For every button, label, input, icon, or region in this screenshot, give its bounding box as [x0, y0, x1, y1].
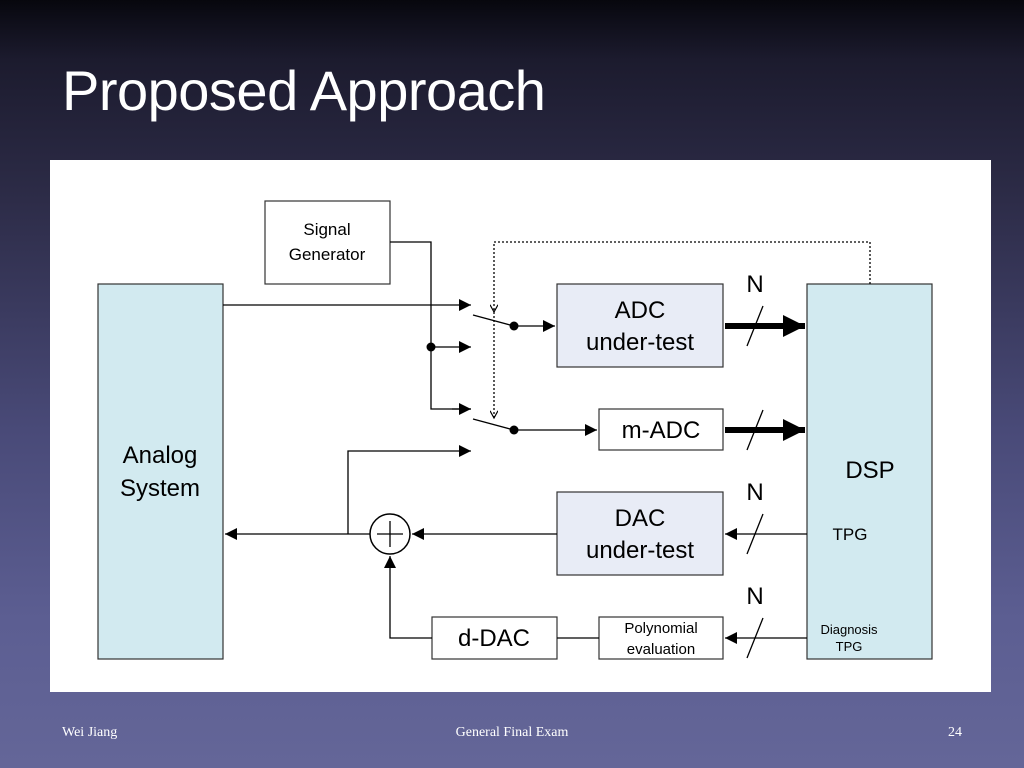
block-diagram-svg: Signal Generator Analog System ADC under… [97, 200, 933, 660]
adc-under-test-label-line1: ADC [615, 297, 666, 324]
adc-under-test-label-line2: under-test [586, 329, 694, 356]
analog-system-block: Analog System [97, 283, 224, 660]
switch-top-dot [509, 321, 519, 331]
dac-under-test-label-line2: under-test [586, 537, 694, 564]
signal-generator-label-line2: Generator [289, 245, 366, 264]
slide-title: Proposed Approach [62, 59, 546, 122]
footer-author: Wei Jiang [62, 725, 118, 740]
switch-bottom [472, 418, 515, 431]
signal-generator-label-line1: Signal [303, 220, 350, 239]
signal-generator-output-wire [390, 241, 471, 410]
summing-junction [369, 513, 411, 555]
tpg-label: TPG [833, 525, 868, 544]
analog-system-label-line2: System [120, 475, 200, 502]
analog-system-label-line1: Analog [123, 442, 198, 469]
dac-under-test-block: DAC under-test [556, 491, 724, 576]
footer-page-number: 24 [948, 725, 962, 740]
polynomial-evaluation-label-line1: Polynomial [624, 620, 697, 637]
wiring [223, 241, 871, 659]
d-dac-block: d-DAC [431, 616, 558, 660]
bus-width-poly-label: N [746, 583, 763, 610]
dac-under-test-label-line1: DAC [615, 505, 666, 532]
d-dac-label: d-DAC [458, 625, 530, 652]
bus-slash-dac [746, 513, 764, 555]
bus-width-adc-label: N [746, 271, 763, 298]
polynomial-evaluation-block: Polynomial evaluation [598, 616, 724, 660]
dsp-label: DSP [845, 457, 894, 484]
dsp-block: DSP TPG Diagnosis TPG [806, 283, 933, 660]
footer-event: General Final Exam [455, 725, 569, 740]
signal-junction-dot [426, 342, 436, 352]
polynomial-evaluation-label-line2: evaluation [627, 641, 695, 658]
m-adc-block: m-ADC [598, 408, 724, 451]
signal-generator-block: Signal Generator [264, 200, 391, 285]
feedback-to-switch-arrow [347, 445, 471, 534]
control-dotted-top [494, 241, 871, 312]
adc-under-test-block: ADC under-test [556, 283, 724, 368]
switch-bottom-dot [509, 425, 519, 435]
diagnosis-tpg-label-line1: Diagnosis [820, 622, 878, 637]
diagnosis-tpg-label-line2: TPG [836, 639, 863, 654]
bus-arrows [725, 315, 805, 441]
bus-width-dac-label: N [746, 479, 763, 506]
m-adc-label: m-ADC [622, 417, 701, 444]
bus-slash-poly [746, 617, 764, 659]
block-diagram: Signal Generator Analog System ADC under… [50, 160, 991, 692]
ddac-to-summer-arrow [384, 556, 432, 639]
junction-dots [426, 321, 519, 435]
